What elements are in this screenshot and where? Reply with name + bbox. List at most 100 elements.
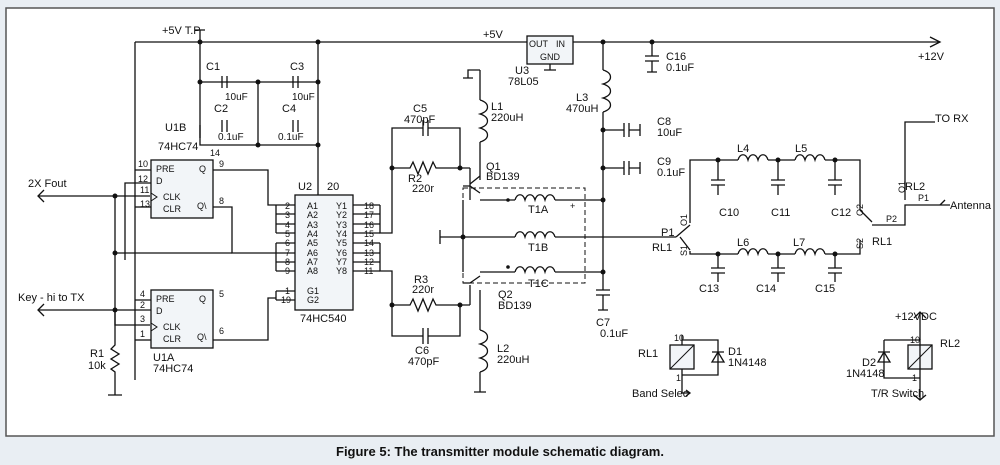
svg-text:15: 15 [364, 229, 374, 239]
svg-text:L1: L1 [491, 101, 503, 113]
svg-text:TO RX: TO RX [935, 113, 969, 125]
svg-text:A5: A5 [307, 238, 318, 248]
resistor-r1: R1 10k [88, 310, 122, 396]
svg-text:220uH: 220uH [491, 112, 523, 124]
svg-text:4: 4 [140, 289, 145, 299]
svg-text:C7: C7 [596, 317, 610, 329]
flipflop-u1a: PRE D CLK CLR Q Q\ 4 2 3 1 5 6 U1A 74HC7… [135, 289, 276, 375]
relay-coil-rl1: 10 1 RL1 D1 1N4148 Band Selec [632, 333, 767, 400]
svg-text:Y7: Y7 [336, 257, 347, 267]
figure-caption: Figure 5: The transmitter module schemat… [336, 444, 664, 459]
svg-text:12: 12 [138, 174, 148, 184]
svg-text:14: 14 [210, 148, 220, 158]
svg-text:D1: D1 [728, 346, 742, 358]
svg-text:P2: P2 [886, 214, 897, 224]
transformer-t1: + T1A T1B T1C [439, 187, 676, 290]
svg-text:U1A: U1A [153, 352, 175, 364]
driver-bottom: R3 220r C6 470pF L2 220uH Q2 BD139 [389, 274, 532, 393]
svg-text:10: 10 [910, 335, 920, 345]
net-label-12v: +12V [918, 51, 945, 63]
svg-text:T1C: T1C [528, 278, 549, 290]
svg-text:T1B: T1B [528, 242, 548, 254]
relay-rl2-switch: O1 P1 RL2 TO RX Antenna [890, 113, 992, 226]
svg-text:IN: IN [556, 39, 565, 49]
svg-text:BD139: BD139 [498, 300, 532, 312]
svg-text:11: 11 [140, 185, 149, 195]
buffer-u2: U2 20 74HC540 A1 A2 A3 A4 A5 A6 A7 A8 Y1… [275, 168, 393, 325]
svg-text:C10: C10 [719, 207, 739, 219]
svg-text:C4: C4 [282, 103, 296, 115]
svg-text:GND: GND [540, 52, 561, 62]
svg-text:+12VDC: +12VDC [895, 311, 937, 323]
svg-text:Q: Q [199, 294, 206, 304]
svg-text:Q1: Q1 [486, 161, 501, 173]
svg-text:220r: 220r [412, 183, 434, 195]
svg-text:Y4: Y4 [336, 229, 347, 239]
svg-text:C16: C16 [666, 51, 686, 63]
svg-text:0.1uF: 0.1uF [218, 132, 244, 143]
net-label-5v: +5V [483, 29, 504, 41]
flipflop-u1b: PRE D CLK CLR Q Q\ 10 12 11 13 9 8 14 U1… [115, 122, 276, 260]
svg-text:13: 13 [140, 199, 150, 209]
svg-text:10uF: 10uF [657, 127, 682, 139]
svg-text:A6: A6 [307, 248, 318, 258]
svg-text:RL1: RL1 [652, 242, 672, 254]
svg-text:RL2: RL2 [940, 338, 960, 350]
svg-text:G1: G1 [307, 286, 319, 296]
svg-text:C2: C2 [214, 103, 228, 115]
svg-text:U1B: U1B [165, 122, 186, 134]
svg-text:Y2: Y2 [336, 210, 347, 220]
svg-text:D2: D2 [862, 357, 876, 369]
svg-text:A3: A3 [307, 220, 318, 230]
svg-text:10uF: 10uF [292, 92, 315, 103]
svg-text:4: 4 [285, 220, 290, 230]
svg-text:C12: C12 [831, 207, 851, 219]
svg-text:74HC74: 74HC74 [158, 141, 198, 153]
svg-text:U2: U2 [298, 181, 312, 193]
svg-text:C8: C8 [657, 116, 671, 128]
svg-text:Q\: Q\ [197, 201, 207, 211]
svg-text:L7: L7 [793, 237, 805, 249]
svg-text:1: 1 [676, 373, 681, 383]
svg-text:2: 2 [285, 201, 290, 211]
svg-text:R2: R2 [408, 173, 422, 185]
capacitor-c2: C2 0.1uF [199, 103, 244, 143]
svg-text:8: 8 [219, 196, 224, 206]
svg-text:P1: P1 [918, 193, 929, 203]
svg-text:O2: O2 [855, 204, 865, 216]
svg-text:L6: L6 [737, 237, 749, 249]
regulator-u3: OUT IN GND U3 78L05 [508, 35, 574, 88]
svg-text:S1: S1 [679, 245, 689, 256]
svg-text:18: 18 [364, 201, 374, 211]
svg-text:G2: G2 [307, 295, 319, 305]
svg-text:74HC74: 74HC74 [153, 363, 193, 375]
svg-text:Q2: Q2 [498, 289, 513, 301]
svg-text:Y8: Y8 [336, 266, 347, 276]
svg-text:L2: L2 [497, 343, 509, 355]
svg-text:10k: 10k [88, 360, 106, 372]
svg-text:1N4148: 1N4148 [846, 368, 885, 380]
driver-top: C5 470pF R2 220r L1 220uH Q1 BD139 [389, 69, 523, 200]
svg-text:220r: 220r [412, 284, 434, 296]
svg-text:L3: L3 [576, 92, 588, 104]
svg-text:O1: O1 [897, 181, 907, 193]
svg-text:A7: A7 [307, 257, 318, 267]
svg-text:L4: L4 [737, 143, 749, 155]
svg-text:D: D [156, 306, 163, 316]
svg-text:A4: A4 [307, 229, 318, 239]
svg-text:16: 16 [364, 220, 374, 230]
svg-text:C11: C11 [771, 207, 790, 219]
svg-text:CLK: CLK [163, 322, 181, 332]
svg-text:T/R Switch: T/R Switch [871, 388, 924, 400]
svg-text:Q: Q [199, 164, 206, 174]
svg-text:470uH: 470uH [566, 103, 598, 115]
svg-text:+: + [570, 201, 575, 211]
svg-text:0.1uF: 0.1uF [600, 328, 628, 340]
svg-text:T1A: T1A [528, 204, 549, 216]
svg-text:20: 20 [327, 181, 339, 193]
svg-text:C14: C14 [756, 283, 776, 295]
svg-text:3: 3 [285, 210, 290, 220]
svg-text:5: 5 [219, 289, 224, 299]
svg-text:C15: C15 [815, 283, 835, 295]
svg-text:78L05: 78L05 [508, 76, 539, 88]
